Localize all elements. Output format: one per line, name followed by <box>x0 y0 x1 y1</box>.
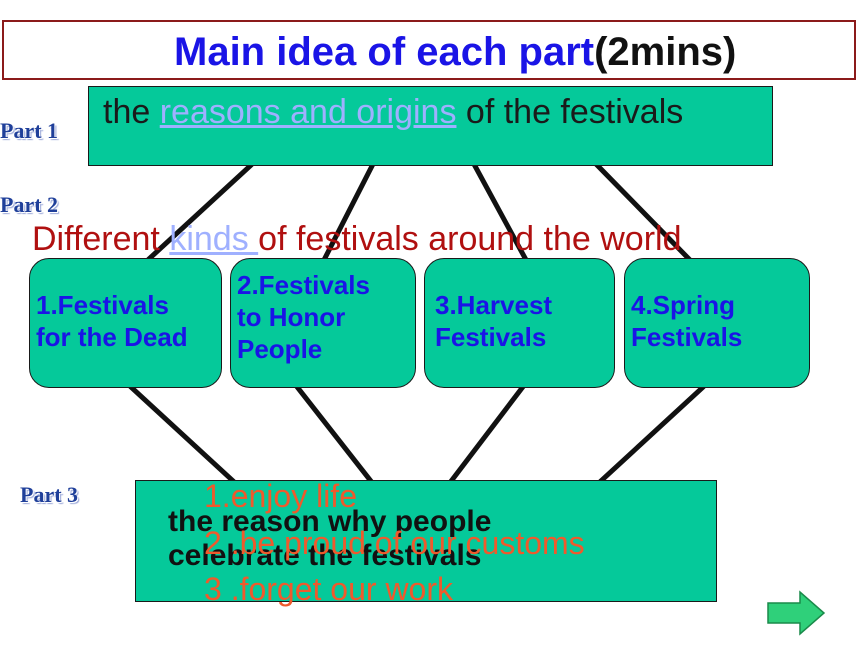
kind-box-harvest: 3.Harvest Festivals <box>424 258 615 388</box>
part3-text: the reason why people celebrate the fest… <box>168 505 492 572</box>
part1-box: the reasons and origins of the festivals <box>88 86 773 166</box>
title-banner: Main idea of each part(2mins) <box>2 20 856 80</box>
part2-heading: Different kinds of festivals around the … <box>32 220 682 258</box>
kind-box-honor: 2.Festivals to Honor People <box>230 258 416 388</box>
connector-line <box>321 162 376 262</box>
part1-label: Part 1 <box>0 118 59 143</box>
part1-text: the reasons and origins of the festivals <box>103 93 684 131</box>
reasons-origins-link[interactable]: reasons and origins <box>159 93 457 131</box>
connector-line <box>128 384 236 484</box>
kinds-link[interactable]: kinds <box>169 220 259 258</box>
kind-box-dead: 1.Festivals for the Dead <box>29 258 222 388</box>
part2-label: Part 2 <box>0 192 59 217</box>
right-arrow-icon[interactable] <box>766 590 826 636</box>
page-title: Main idea of each part(2mins) <box>174 30 737 74</box>
reason-item: 3 .forget our work <box>204 571 453 607</box>
connector-line <box>598 384 706 484</box>
connector-line <box>294 384 374 484</box>
kind-box-spring: 4.Spring Festivals <box>624 258 810 388</box>
connector-line <box>594 162 692 262</box>
connector-line <box>146 162 254 262</box>
part3-box: the reason why people celebrate the fest… <box>135 480 717 602</box>
connector-line <box>448 384 526 484</box>
connector-line <box>471 162 529 262</box>
reason-item: 2 .be proud of our customs <box>204 525 585 561</box>
part3-label: Part 3 <box>20 482 79 507</box>
reason-item: 1.enjoy life <box>204 478 357 514</box>
